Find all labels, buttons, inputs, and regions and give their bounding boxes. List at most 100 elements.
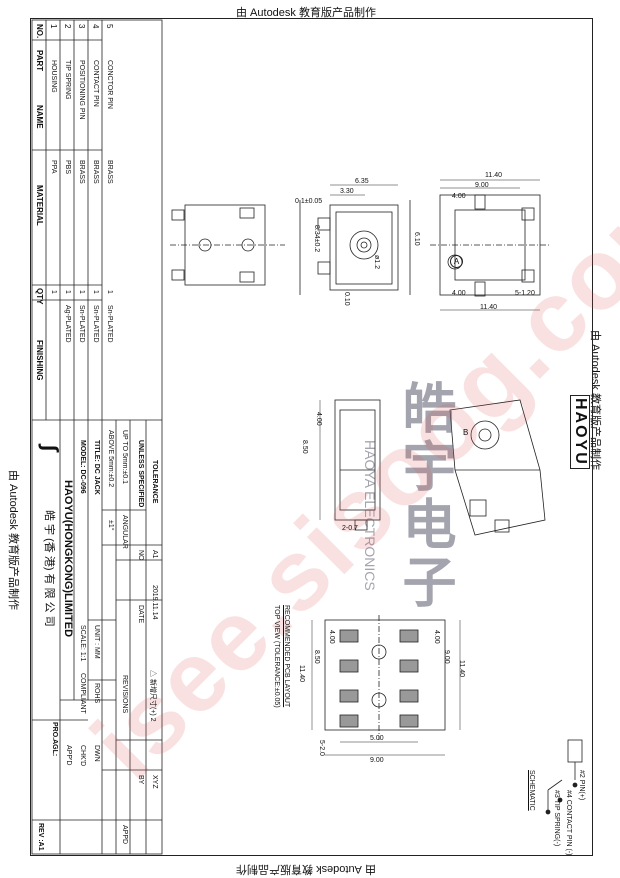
pcb-400a: 4.00	[328, 630, 335, 644]
pcb-900: 9.00	[443, 650, 450, 664]
title-block-unit: UNIT : MM	[93, 625, 100, 659]
dim-1140a: 11.40	[485, 172, 502, 179]
pcb-52: 5-2.0	[318, 740, 325, 756]
dim-850: 8.50	[301, 440, 308, 454]
title-block-scale: SCALE: 1:1	[79, 625, 86, 662]
part-3-no: 3	[77, 24, 86, 29]
dim-610: 6.10	[413, 232, 420, 246]
dim-834: 8.34±0.2	[313, 225, 320, 253]
part-3-qty: 1	[78, 290, 85, 294]
dim-900a: 9.00	[475, 182, 489, 189]
top-view	[430, 194, 550, 297]
rev-appd: APPD	[121, 825, 128, 845]
rev-xyz: XYZ	[151, 775, 158, 789]
company-logo: ∫	[38, 445, 63, 452]
tolerance-above: ABOVE 5mm:±0.2	[107, 430, 114, 488]
part-4-no: 4	[91, 24, 100, 29]
rev-title: REVISIONS	[121, 675, 128, 714]
dimension-lines	[311, 179, 540, 756]
title-block-dwn: DWN	[93, 745, 100, 762]
side-view-2	[334, 399, 381, 531]
part-2-no: 2	[63, 24, 72, 29]
pcb-900b: 9.00	[370, 757, 384, 764]
header-no: NO.	[35, 24, 44, 39]
watermark-en: HAOYA ELECTRONICS	[362, 440, 378, 591]
pcb-layout	[324, 615, 446, 740]
part-4-name: CONTACT PIN	[92, 60, 99, 107]
pcb-850: 8.50	[313, 650, 320, 664]
marker-a: A	[450, 255, 463, 268]
dim-400c: 4.00	[315, 412, 322, 426]
part-1-qty: 1	[50, 290, 57, 294]
dim-01: 0.1±0.05	[295, 198, 323, 205]
pcb-line2: TOP VIEW (TOLERANCE:±0.05)	[273, 605, 280, 708]
drawing-frame	[30, 18, 593, 856]
rev-a1: A1	[151, 550, 158, 559]
header-finishing: FINISHING	[35, 340, 44, 381]
schematic-title: SCHEMATIC	[528, 770, 535, 811]
part-2-qty: 1	[64, 290, 71, 294]
part-3-material: BRASS	[78, 160, 85, 184]
tolerance-title: TOLERANCE	[151, 460, 158, 504]
part-5-finishing: Sn-PLATED	[106, 305, 113, 343]
part-3-finishing: Sn-PLATED	[78, 305, 85, 343]
brand-logo: HAOYU	[570, 395, 590, 469]
company-cn: 皓 宇 (香 港) 有 限 公 司	[43, 510, 55, 627]
part-5-material: BRASS	[106, 160, 113, 184]
rev-note: △ 新增尺寸(+) 2	[149, 670, 156, 722]
schematic-pin2: #2 PIN(+)	[578, 770, 585, 801]
part-4-finishing: Sn-PLATED	[92, 305, 99, 343]
header-part: PART	[35, 50, 44, 72]
dim-400b: 4.00	[452, 290, 466, 297]
rev-by: BY	[137, 775, 144, 785]
schematic-pin3: #3 TIP SPRING(-)	[553, 790, 560, 847]
pcb-1140b: 11.40	[458, 660, 465, 677]
dim-400a: 4.00	[452, 193, 466, 200]
title-block-appd: APP'D	[65, 745, 72, 766]
title-block-proagl: PRO.AGL:	[51, 722, 58, 757]
pcb-500: 5.00	[370, 735, 384, 742]
part-5-no: 5	[105, 24, 114, 29]
title-block-model: MODEL: DC-096	[79, 440, 86, 494]
rev-date-label: DATE	[137, 605, 144, 624]
title-block-title: TITLE: DC JACK	[93, 440, 100, 495]
dim-207: 2-0.7	[342, 525, 358, 532]
title-block-rohs: ROHS	[93, 683, 100, 704]
part-2-material: PBS	[64, 160, 71, 175]
pcb-400b: 4.00	[433, 630, 440, 644]
tolerance-unless: UNLESS SPECIFIED	[137, 440, 144, 508]
dim-12: ø1.2	[373, 255, 380, 270]
pcb-1140: 11.40	[298, 665, 305, 682]
part-2-finishing: Ag-PLATED	[64, 305, 71, 343]
iso-view	[449, 399, 546, 536]
part-4-material: BRASS	[92, 160, 99, 184]
pcb-line1: RECOMMENDED PCB LAYOUT	[283, 605, 290, 708]
rev-no: NO	[137, 550, 144, 561]
dim-635: 6.35	[355, 178, 369, 185]
part-4-qty: 1	[92, 290, 99, 294]
title-block-compliant: COMPLIANT	[79, 673, 86, 714]
dim-1140b: 11.40	[480, 304, 497, 311]
rev-date: 2019.11.14	[151, 585, 158, 620]
schematic-symbol	[545, 739, 583, 815]
company-en: HAOYU(HONGKONG)LIMITED	[62, 480, 74, 638]
autodesk-header-top: 由 Autodesk 教育版产品制作	[236, 7, 376, 19]
side-view	[170, 204, 285, 286]
schematic-pin4: #4 CONTACT PIN (-)	[565, 790, 572, 856]
title-block-chkd: CHK'D	[79, 745, 86, 767]
part-2-name: TIP SPRING	[64, 60, 71, 100]
flatness: 0.10	[343, 292, 350, 306]
dim-51: 5-1.20	[515, 290, 535, 297]
title-block-rev: REV :A1	[37, 823, 44, 851]
part-1-no: 1	[49, 24, 58, 29]
parts-table	[31, 19, 163, 855]
header-material: MATERIAL	[35, 185, 44, 226]
watermark-cn: 皓宇电子	[393, 380, 456, 612]
tolerance-angular-value: ±1°	[107, 520, 114, 531]
front-view	[299, 200, 411, 295]
dim-330: 3.30	[340, 188, 354, 195]
part-1-material: PPA	[50, 160, 57, 174]
marker-b: B	[463, 428, 469, 437]
part-5-name: CONCTOR PIN	[106, 60, 113, 109]
